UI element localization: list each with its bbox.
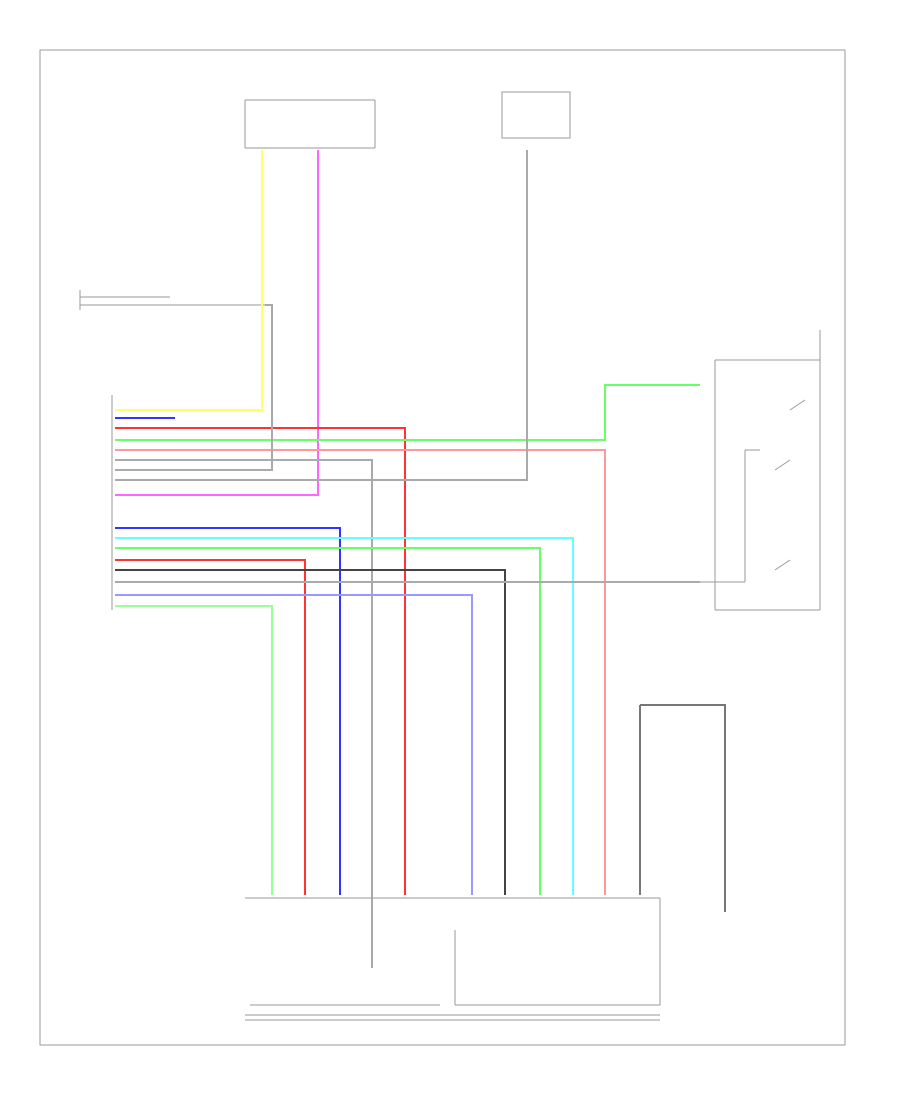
diagram-frame (39, 49, 846, 1046)
wire-black (115, 569, 506, 895)
wire-light-green (115, 605, 273, 895)
wire-cyan (115, 537, 574, 895)
wire-blue-2 (115, 527, 341, 895)
sensor-block (79, 290, 265, 310)
top-right-fuse-box (501, 91, 571, 139)
right-module-box (700, 330, 821, 611)
wire-gray-right (115, 150, 528, 481)
wire-gray-mid (115, 459, 373, 968)
wire-green-top (115, 384, 700, 441)
top-left-fuse-box (244, 99, 376, 149)
wire-red-main (115, 427, 406, 895)
wires (115, 150, 726, 968)
wire-light-blue (115, 594, 473, 895)
wire-yellow (115, 150, 263, 411)
wire-green-2 (115, 547, 541, 895)
wire-right-vertical (640, 704, 726, 912)
wire-magenta (115, 150, 319, 496)
wire-red-2 (115, 559, 306, 895)
bottom-connectors (245, 897, 661, 1021)
wire-pink (115, 449, 606, 895)
wire-gray-sensor (115, 304, 273, 471)
